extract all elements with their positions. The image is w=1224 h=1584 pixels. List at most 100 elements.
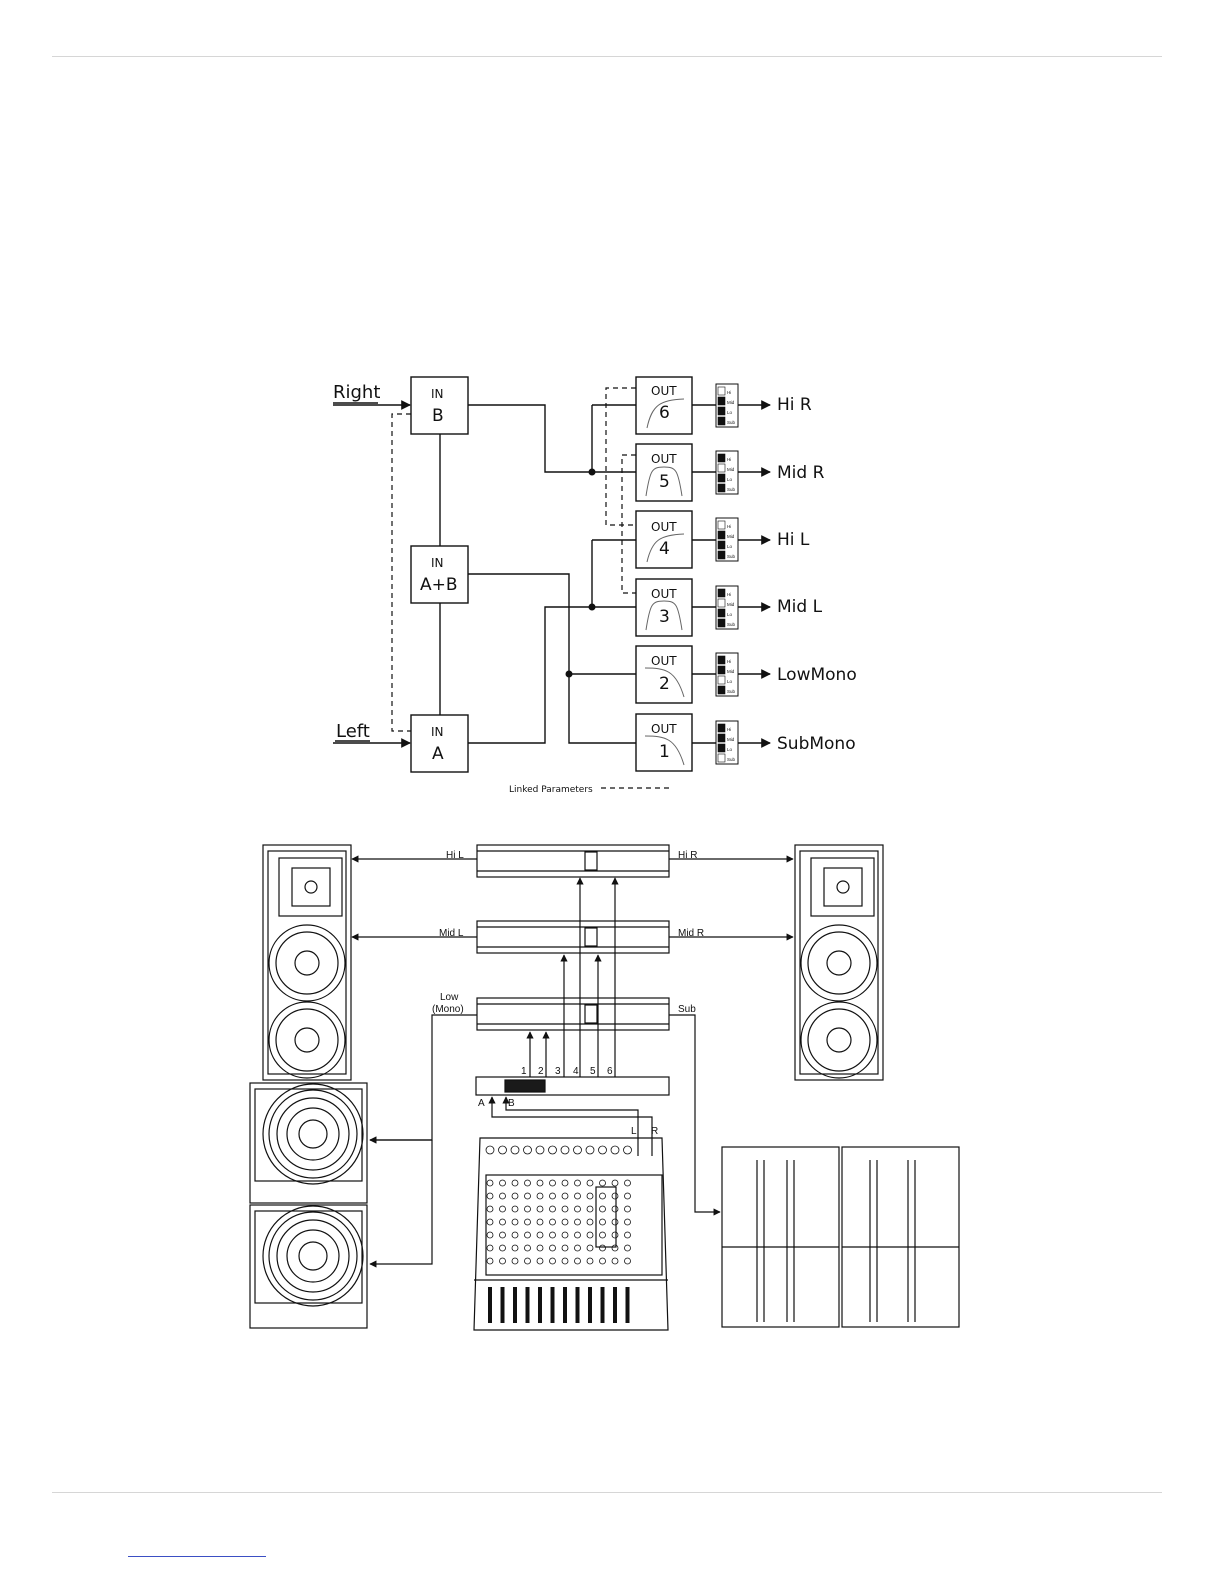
mixer-input-jack (549, 1146, 557, 1154)
mixer-knob (562, 1219, 568, 1225)
mixer-fader (563, 1287, 567, 1323)
mixer-input-jack (499, 1146, 507, 1154)
mixer-fader (538, 1287, 542, 1323)
system-setup-diagram: Hi L Hi R Mid L Mid R Low (Mono) Sub 1 2… (0, 0, 1224, 1400)
mixer-knob (625, 1206, 631, 1212)
mixer-knob (487, 1245, 493, 1251)
label-hi-r: Hi R (678, 850, 697, 861)
mixer-knob (587, 1206, 593, 1212)
mixer-knob (537, 1193, 543, 1199)
mixer-knob (512, 1258, 518, 1264)
mixer-knob (612, 1219, 618, 1225)
svg-text:1: 1 (521, 1066, 527, 1077)
label-low: Low (440, 992, 459, 1003)
mixer-knob (512, 1245, 518, 1251)
mixer-knob (612, 1206, 618, 1212)
mixer-knob (612, 1193, 618, 1199)
mixer-fader (601, 1287, 605, 1323)
mixer-knob (575, 1193, 581, 1199)
mixer-knob (512, 1219, 518, 1225)
setup-labels: Hi L Hi R Mid L Mid R Low (Mono) Sub 1 2… (432, 850, 704, 1137)
mixer-knob (612, 1245, 618, 1251)
mixer-knob (575, 1232, 581, 1238)
label-mid-r: Mid R (678, 928, 704, 939)
mixer-knob (625, 1232, 631, 1238)
mixer-knob (500, 1232, 506, 1238)
mixer-input-jack (486, 1146, 494, 1154)
mixer-knob (625, 1180, 631, 1186)
mixer-input-jack (574, 1146, 582, 1154)
mixer-knob (587, 1193, 593, 1199)
mixer-input-jack (599, 1146, 607, 1154)
label-sub: Sub (678, 1004, 696, 1015)
svg-text:4: 4 (573, 1066, 579, 1077)
mixer-knob (500, 1180, 506, 1186)
label-mixer-r: R (651, 1126, 658, 1137)
mixer-knob (537, 1232, 543, 1238)
label-mid-l: Mid L (439, 928, 464, 939)
footer-rule (52, 1492, 1162, 1493)
mixer-knob (562, 1232, 568, 1238)
mixer-knob (562, 1180, 568, 1186)
mixer-knob (575, 1245, 581, 1251)
mixer-knob (587, 1258, 593, 1264)
mixer-input-jack (624, 1146, 632, 1154)
mixer-knob (562, 1245, 568, 1251)
mixer-knob (600, 1245, 606, 1251)
mixer-knob (487, 1180, 493, 1186)
mixer-knob (600, 1258, 606, 1264)
mixer-knob (575, 1258, 581, 1264)
mixer-knob (562, 1258, 568, 1264)
label-mono: (Mono) (432, 1004, 464, 1015)
mixer-fader (576, 1287, 580, 1323)
mixer-knob (625, 1245, 631, 1251)
mixer-knob (525, 1193, 531, 1199)
mixer-input-jack (586, 1146, 594, 1154)
mixer-knob (600, 1193, 606, 1199)
mixer-knob (612, 1232, 618, 1238)
mixer-fader (526, 1287, 530, 1323)
mixer-knob (550, 1219, 556, 1225)
svg-text:3: 3 (555, 1066, 561, 1077)
mixer-knob (537, 1206, 543, 1212)
mixer-knob (600, 1180, 606, 1186)
label-input-b: B (508, 1098, 515, 1109)
mixer-knob (562, 1206, 568, 1212)
mixer-knob (550, 1206, 556, 1212)
label-mixer-l: L (631, 1126, 637, 1137)
mixer-knob (550, 1193, 556, 1199)
right-full-range-cabinet (795, 845, 883, 1080)
mixer-knob (550, 1258, 556, 1264)
mixer-knob (537, 1219, 543, 1225)
mixer-knob (625, 1219, 631, 1225)
mixer-knob (525, 1258, 531, 1264)
mixer-knob (575, 1180, 581, 1186)
mixer-knob (525, 1232, 531, 1238)
mixer-channel-strips (486, 1146, 632, 1323)
mixer-knob (500, 1206, 506, 1212)
mixer-knob (625, 1258, 631, 1264)
mixer-knob (512, 1193, 518, 1199)
footer-link-underline[interactable] (128, 1556, 266, 1557)
mixer-knob (525, 1206, 531, 1212)
mixer-knob (575, 1206, 581, 1212)
mixer-knob (487, 1258, 493, 1264)
mixer-input-jack (561, 1146, 569, 1154)
label-input-a: A (478, 1098, 485, 1109)
crossover-processor (476, 1077, 669, 1095)
amplifier-hi (477, 845, 669, 877)
mixer-knob (587, 1180, 593, 1186)
mixer-knob (600, 1206, 606, 1212)
mixer-knob (612, 1180, 618, 1186)
mixer-input-jack (524, 1146, 532, 1154)
left-full-range-cabinet (263, 845, 351, 1080)
label-hi-l: Hi L (446, 850, 464, 861)
mixer-knob (487, 1219, 493, 1225)
mixer-knob (512, 1232, 518, 1238)
mixer-knob (537, 1180, 543, 1186)
mixer-knob (500, 1219, 506, 1225)
mixer-fader (551, 1287, 555, 1323)
svg-text:2: 2 (538, 1066, 544, 1077)
amplifier-mid (477, 921, 669, 953)
mixer-knob (575, 1219, 581, 1225)
